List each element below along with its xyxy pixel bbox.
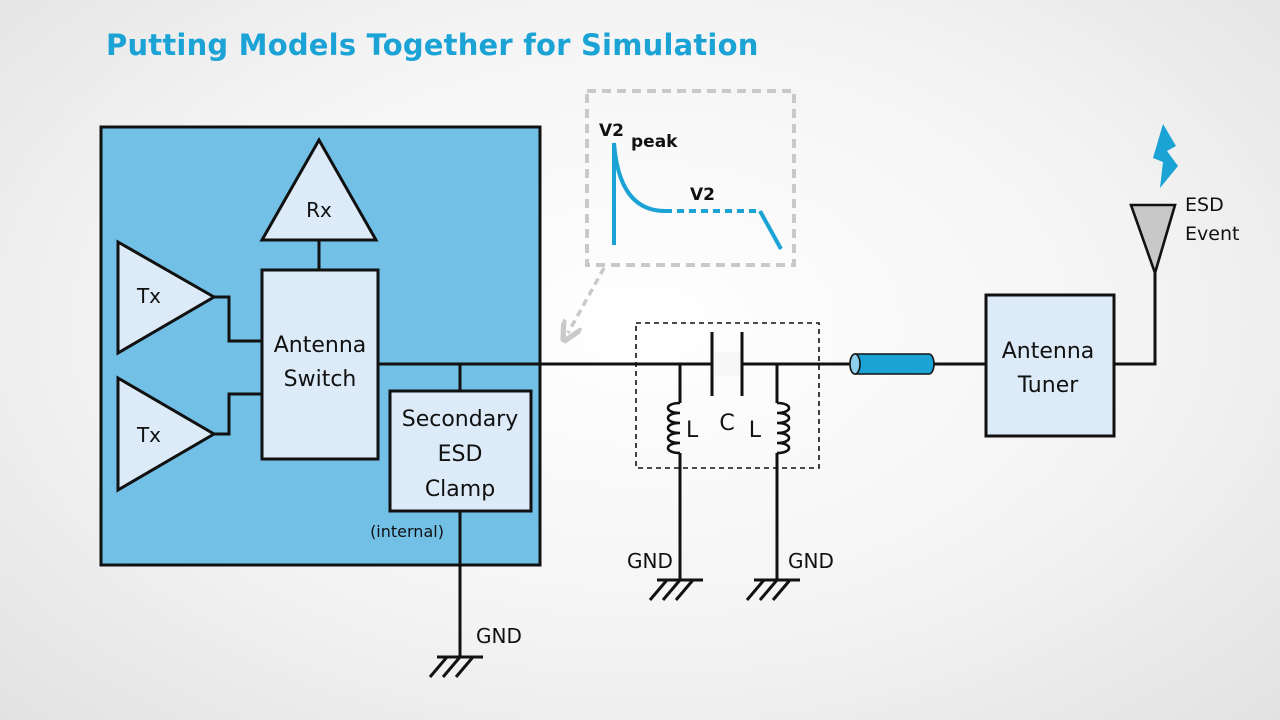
antenna-tuner: Antenna Tuner [984,293,1116,438]
inductor-icon [776,401,791,455]
esd-label-2: Event [1185,223,1239,245]
tx-label-bottom: Tx [136,423,161,447]
clamp-label-3: Clamp [425,477,495,502]
rx-label: Rx [306,198,332,222]
gnd-label-filter-right: GND [788,549,834,573]
gnd-label-filter-left: GND [627,549,673,573]
clamp-label-2: ESD [438,442,483,467]
antenna-switch-label-1: Antenna [274,333,367,358]
waveform-level-label: V2 [690,185,715,205]
inductor-label-right: L [749,418,762,443]
esd-label-1: ESD [1185,194,1224,216]
coax-cable-icon [849,353,935,375]
internal-note: (internal) [370,522,444,541]
tx-amplifier-top: Tx [116,239,217,356]
waveform-peak-sub: peak [631,132,678,152]
antenna-switch: Antenna Switch [260,268,380,461]
antenna-switch-label-2: Switch [284,367,357,392]
tuner-label-1: Antenna [1002,339,1095,364]
ground-icon [648,578,703,601]
tx-amplifier-bottom: Tx [116,375,217,493]
ground-icon [428,655,483,678]
capacitor-icon [710,332,744,396]
antenna-icon [1129,203,1177,278]
ground-icon [745,578,800,601]
lightning-icon [1153,124,1178,188]
inset-pointer-arrow [568,267,606,333]
tx-label-top: Tx [136,284,161,308]
tuner-label-2: Tuner [1017,373,1080,398]
page-title: Putting Models Together for Simulation [106,28,759,62]
inductor-icon [666,401,681,455]
capacitor-label: C [719,411,734,436]
gnd-label-clamp: GND [476,624,522,648]
filter-box [635,322,820,469]
secondary-esd-clamp: Secondary ESD Clamp [388,389,533,513]
clamp-label-1: Secondary [402,407,519,432]
waveform-peak-label: V2 [599,121,624,141]
inductor-label-left: L [686,418,699,443]
waveform-inset: V2 peak V2 [585,89,796,267]
